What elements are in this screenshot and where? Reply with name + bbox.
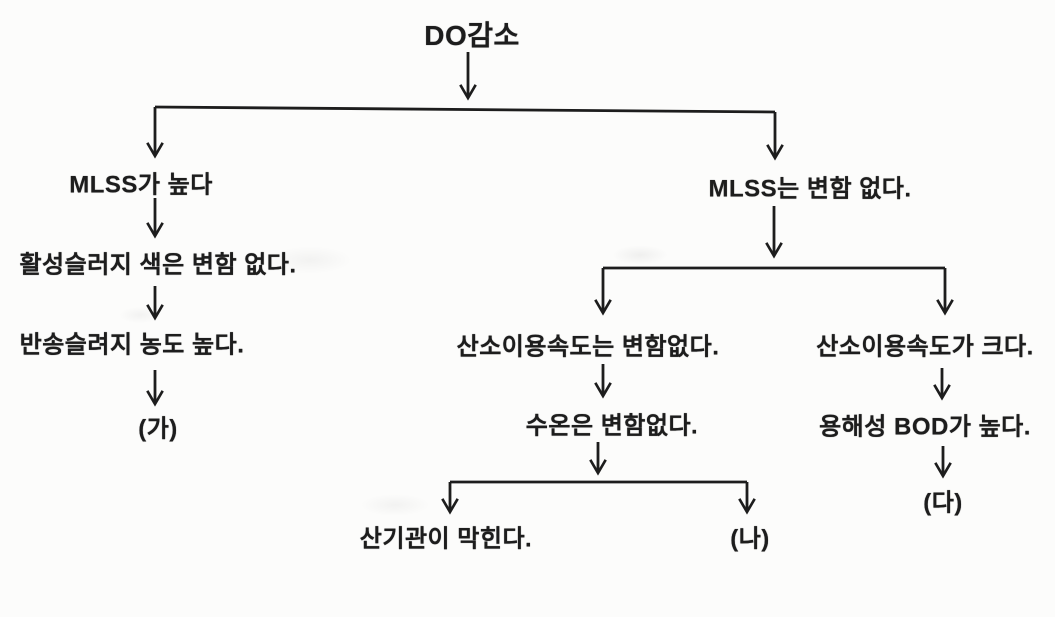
node-oxygen-uptake-rate-high: 산소이용속도가 크다.	[816, 333, 1034, 361]
node-result-na: (나)	[730, 525, 770, 553]
node-do-decrease: DO감소	[424, 20, 520, 51]
node-water-temperature-unchanged: 수온은 변함없다.	[525, 412, 699, 440]
node-soluble-bod-high: 용해성 BOD가 높다.	[819, 413, 1031, 441]
node-result-da: (다)	[923, 489, 963, 517]
node-mlss-unchanged: MLSS는 변함 없다.	[708, 175, 912, 203]
node-result-ga: (가)	[138, 415, 178, 443]
node-return-sludge-concentration-high: 반송슬려지 농도 높다.	[19, 331, 245, 359]
node-oxygen-uptake-rate-unchanged: 산소이용속도는 변함없다.	[456, 333, 720, 361]
bar-top-split	[154, 105, 776, 114]
node-diffuser-clogged: 산기관이 막힌다.	[359, 525, 533, 553]
node-mlss-high: MLSS가 높다	[69, 171, 213, 199]
node-activated-sludge-color-unchanged: 활성슬러지 색은 변함 없다.	[19, 251, 297, 279]
